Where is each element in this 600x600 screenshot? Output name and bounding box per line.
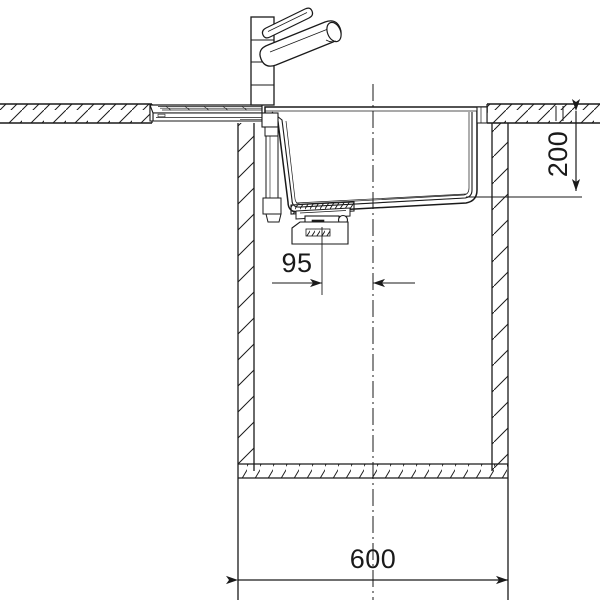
dimension-label-depth: 200 xyxy=(543,131,573,178)
cabinet-side-wall-left xyxy=(237,123,255,600)
faucet-lever-handle xyxy=(261,7,314,39)
faucet-spout xyxy=(259,20,342,67)
waste-drain-assembly xyxy=(290,201,355,245)
cabinet-side-wall-right xyxy=(491,123,509,600)
dimension-drain-offset-95: 95 xyxy=(272,227,415,295)
mixer-tap-faucet xyxy=(250,7,342,106)
sink-mounting-bracket xyxy=(261,112,282,223)
sink-bowl xyxy=(264,106,488,213)
dimension-label-width: 600 xyxy=(350,544,397,574)
dimension-width-600: 600 xyxy=(226,478,509,592)
countertop-worktop xyxy=(0,103,600,124)
dimension-label-drain-offset: 95 xyxy=(281,248,312,278)
drainer-board xyxy=(149,104,263,122)
cabinet-structure xyxy=(237,123,509,600)
dimension-depth-200: 200 xyxy=(466,99,582,198)
